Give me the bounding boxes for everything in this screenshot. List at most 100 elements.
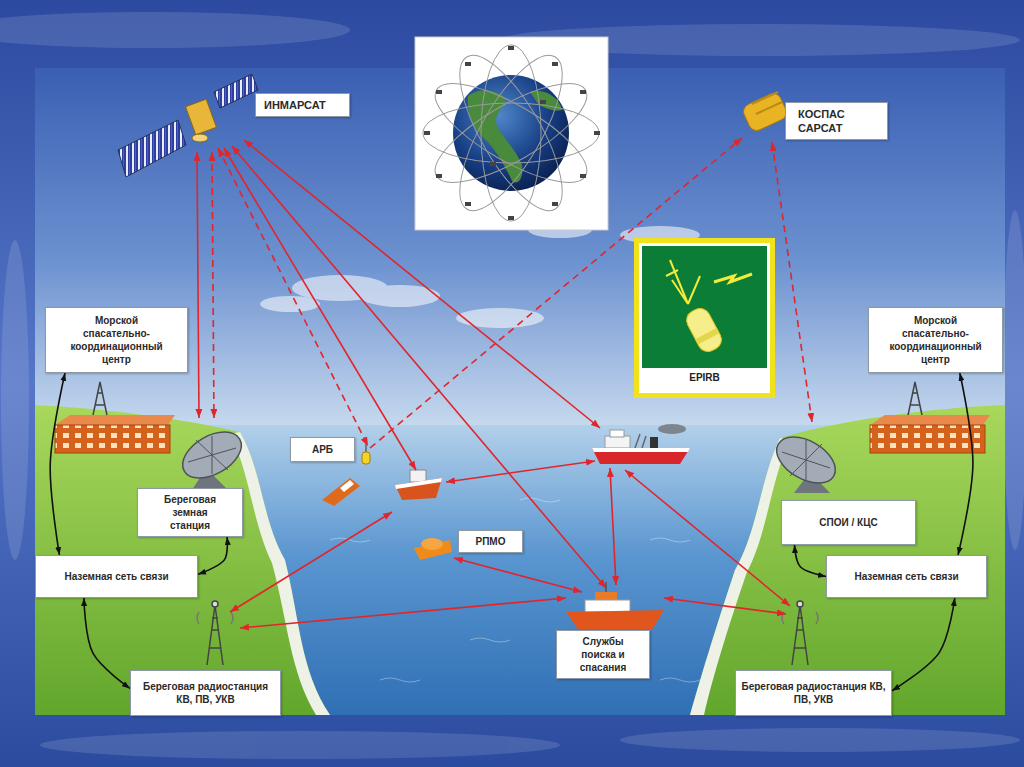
radio-tower <box>782 601 818 665</box>
sky <box>35 68 1005 715</box>
radio-link <box>230 512 392 612</box>
rescue-centre-building <box>870 415 990 425</box>
cargo-ship <box>592 424 690 464</box>
water-texture <box>0 12 1024 759</box>
radio-link <box>244 140 600 428</box>
sign-caption: EPIRB <box>642 368 767 390</box>
wave <box>520 498 560 502</box>
station-box: Береговая земная станция <box>137 488 243 537</box>
globe-picture <box>436 174 442 178</box>
sinking-boat <box>340 480 354 492</box>
radio-link <box>240 598 566 628</box>
connector-arrow <box>50 373 65 555</box>
radio-tower <box>792 605 808 665</box>
radio-tower <box>212 601 218 607</box>
node-text: Морской спасательно-координационный цент… <box>885 314 986 366</box>
globe-picture <box>580 90 586 94</box>
wave <box>470 638 510 642</box>
globe-picture <box>424 46 600 220</box>
sinking-boat <box>322 478 360 506</box>
epirb-symbol <box>642 246 767 368</box>
radio-link <box>218 148 368 446</box>
radio-tower <box>797 601 803 607</box>
rescue-centre-building <box>55 382 175 453</box>
rescue-vessel <box>566 582 664 632</box>
life-raft <box>414 538 452 560</box>
cargo-ship <box>658 424 686 434</box>
object-label: АРБ <box>290 437 355 462</box>
node-text: РПМО <box>463 535 518 548</box>
rescue-centre-building <box>92 382 108 420</box>
water-texture <box>0 12 350 48</box>
radio-link <box>772 142 812 422</box>
globe-picture <box>415 37 608 230</box>
sinking-boat <box>322 478 360 506</box>
satellite-dish <box>175 423 249 490</box>
radio-link <box>197 138 812 628</box>
globe-picture <box>465 202 471 206</box>
radio-tower <box>207 605 223 665</box>
satellite-label: КОСПАС САРСАТ <box>785 102 888 140</box>
epirb-symbol <box>714 274 752 282</box>
rescue-centre-building <box>870 425 985 453</box>
wave <box>660 678 700 682</box>
globe-picture <box>423 103 599 163</box>
rescue-centre-building <box>907 382 923 420</box>
coast-left <box>35 405 330 715</box>
water-texture <box>40 731 560 759</box>
globe-picture <box>468 90 523 182</box>
globe-picture <box>436 90 442 94</box>
cargo-ship <box>610 430 624 437</box>
wave <box>650 538 690 542</box>
globe-picture <box>423 66 600 200</box>
radio-station-box: Береговая радиостанция КВ, ПВ, УКВ <box>735 670 892 716</box>
globe-picture <box>453 75 569 191</box>
rescue-centre-box: Морской спасательно-координационный цент… <box>868 307 1003 373</box>
cospas-sarsat-satellite <box>752 92 778 104</box>
node-text: СПОИ / КЦС <box>788 516 909 529</box>
inmarsat-satellite <box>214 74 258 108</box>
cloud <box>260 296 320 312</box>
node-text: Береговая радиостанция КВ, ПВ, УКВ <box>135 680 276 706</box>
emergency-buoy <box>366 444 367 452</box>
radio-link <box>664 598 786 614</box>
cospas-sarsat-satellite <box>756 102 782 114</box>
connector-arrow <box>958 373 973 555</box>
radio-tower <box>782 612 818 624</box>
radio-link <box>224 148 416 470</box>
connector-arrow <box>795 545 827 577</box>
cospas-sarsat-satellite <box>741 91 789 133</box>
globe-picture <box>594 131 600 135</box>
node-text: КОСПАС САРСАТ <box>798 107 857 135</box>
globe-picture <box>552 62 558 66</box>
satellite-dish <box>782 440 830 480</box>
inmarsat-satellite <box>186 99 217 135</box>
fishing-vessel <box>395 470 442 500</box>
radio-station-box: Береговая радиостанция КВ, ПВ, УКВ <box>130 670 281 716</box>
epirb-symbol <box>695 328 719 345</box>
globe-picture <box>540 100 546 104</box>
rescue-vessel <box>585 600 630 612</box>
fishing-vessel <box>395 478 442 500</box>
connector-arrow <box>198 537 227 574</box>
node-text: Береговая земная станция <box>152 493 228 532</box>
radio-link <box>610 468 616 585</box>
rescue-service-box: Службы поиска и спасания <box>556 630 650 679</box>
epirb-symbol <box>666 260 700 304</box>
satellite-dish <box>769 428 843 493</box>
rescue-centre-building <box>55 425 170 453</box>
connector-arrow <box>892 598 955 691</box>
node-text: Наземная сеть связи <box>42 570 191 583</box>
connector-arrow <box>84 598 130 688</box>
epirb-symbol <box>642 246 767 368</box>
object-label: РПМО <box>458 530 523 553</box>
wave <box>380 678 420 682</box>
radio-tower <box>197 612 233 624</box>
satellite-label: ИНМАРСАТ <box>255 93 350 117</box>
radio-link <box>212 152 214 418</box>
fishing-vessel <box>395 478 442 489</box>
inmarsat-satellite <box>118 120 186 177</box>
network-box: Наземная сеть связи <box>35 555 198 598</box>
